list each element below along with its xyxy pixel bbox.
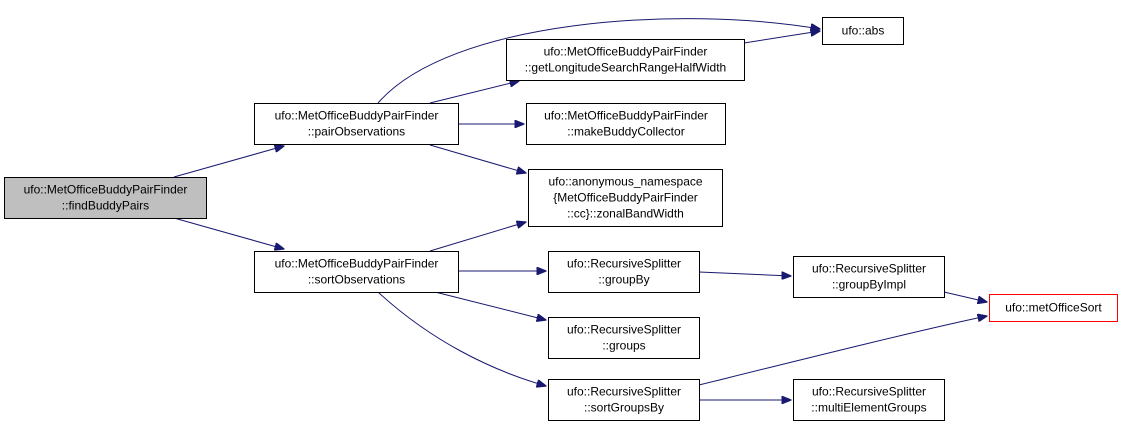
node-label-sortObservations-line-1: ::sortObservations	[308, 273, 405, 287]
node-label-groupByImpl-line-1: ::groupByImpl	[832, 278, 906, 292]
node-zonalBandWidth[interactable]: ufo::anonymous_namespace{MetOfficeBuddyP…	[528, 169, 723, 227]
node-findBuddyPairs[interactable]: ufo::MetOfficeBuddyPairFinder::findBuddy…	[4, 177, 207, 219]
edge-findBuddyPairs-to-sortObservations	[173, 217, 284, 249]
node-pairObservations[interactable]: ufo::MetOfficeBuddyPairFinder::pairObser…	[254, 103, 459, 145]
node-box-sortGroupsBy[interactable]	[548, 379, 700, 421]
node-box-multiElementGroups[interactable]	[793, 379, 945, 421]
node-groupBy[interactable]: ufo::RecursiveSplitter::groupBy	[548, 251, 700, 293]
node-label-findBuddyPairs-line-0: ufo::MetOfficeBuddyPairFinder	[24, 183, 188, 197]
node-sortGroupsBy[interactable]: ufo::RecursiveSplitter::sortGroupsBy	[548, 379, 700, 421]
node-box-getLongitudeSearchRangeHalfWidth[interactable]	[506, 39, 745, 81]
node-label-makeBuddyCollector-line-1: ::makeBuddyCollector	[567, 125, 684, 139]
node-groups[interactable]: ufo::RecursiveSplitter::groups	[548, 317, 700, 359]
node-box-zonalBandWidth[interactable]	[528, 169, 723, 227]
node-label-sortGroupsBy-line-1: ::sortGroupsBy	[584, 401, 664, 415]
edge-getLongitudeSearchRangeHalfWidth-to-abs	[743, 31, 820, 44]
node-box-groupBy[interactable]	[548, 251, 700, 293]
node-label-groups-line-1: ::groups	[602, 339, 645, 353]
node-label-groupByImpl-line-0: ufo::RecursiveSplitter	[812, 262, 926, 276]
edges-layer	[173, 18, 987, 400]
node-label-getLongitudeSearchRangeHalfWidth-line-0: ufo::MetOfficeBuddyPairFinder	[544, 45, 708, 59]
node-label-zonalBandWidth-line-2: ::cc}::zonalBandWidth	[567, 207, 684, 221]
node-label-pairObservations-line-1: ::pairObservations	[308, 125, 405, 139]
edge-sortObservations-to-groups	[434, 291, 546, 320]
edge-groupBy-to-groupByImpl	[698, 271, 791, 276]
edge-sortObservations-to-sortGroupsBy	[377, 291, 546, 386]
node-box-metOfficeSort[interactable]	[989, 294, 1118, 322]
node-label-groupBy-line-1: ::groupBy	[598, 273, 649, 287]
node-label-abs-line-0: ufo::abs	[842, 24, 885, 38]
node-box-sortObservations[interactable]	[254, 251, 459, 293]
node-label-multiElementGroups-line-0: ufo::RecursiveSplitter	[812, 385, 926, 399]
edge-pairObservations-to-zonalBandWidth	[429, 144, 526, 173]
edge-sortGroupsBy-to-metOfficeSort	[698, 316, 987, 386]
node-label-sortObservations-line-0: ufo::MetOfficeBuddyPairFinder	[275, 257, 439, 271]
nodes-layer: ufo::MetOfficeBuddyPairFinder::findBuddy…	[4, 17, 1118, 421]
node-label-sortGroupsBy-line-0: ufo::RecursiveSplitter	[567, 385, 681, 399]
edge-groupByImpl-to-metOfficeSort	[943, 291, 987, 302]
node-label-findBuddyPairs-line-1: ::findBuddyPairs	[62, 199, 149, 213]
node-getLongitudeSearchRangeHalfWidth[interactable]: ufo::MetOfficeBuddyPairFinder::getLongit…	[506, 39, 745, 81]
node-box-makeBuddyCollector[interactable]	[526, 103, 726, 145]
node-label-multiElementGroups-line-1: ::multiElementGroups	[811, 401, 926, 415]
node-box-pairObservations[interactable]	[254, 103, 459, 145]
node-label-groups-line-0: ufo::RecursiveSplitter	[567, 323, 681, 337]
node-label-pairObservations-line-0: ufo::MetOfficeBuddyPairFinder	[275, 109, 439, 123]
node-label-zonalBandWidth-line-0: ufo::anonymous_namespace	[548, 175, 702, 189]
node-multiElementGroups[interactable]: ufo::RecursiveSplitter::multiElementGrou…	[793, 379, 945, 421]
node-label-groupBy-line-0: ufo::RecursiveSplitter	[567, 257, 681, 271]
edge-pairObservations-to-abs	[377, 18, 820, 104]
node-box-groups[interactable]	[548, 317, 700, 359]
node-box-findBuddyPairs[interactable]	[4, 177, 207, 219]
node-label-zonalBandWidth-line-1: {MetOfficeBuddyPairFinder	[553, 191, 698, 205]
edge-sortObservations-to-zonalBandWidth	[429, 222, 526, 252]
node-label-makeBuddyCollector-line-0: ufo::MetOfficeBuddyPairFinder	[544, 109, 708, 123]
node-label-getLongitudeSearchRangeHalfWidth-line-1: ::getLongitudeSearchRangeHalfWidth	[525, 61, 726, 75]
node-sortObservations[interactable]: ufo::MetOfficeBuddyPairFinder::sortObser…	[254, 251, 459, 293]
node-abs[interactable]: ufo::abs	[822, 17, 904, 45]
edge-findBuddyPairs-to-pairObservations	[173, 146, 284, 178]
node-box-groupByImpl[interactable]	[793, 256, 945, 298]
node-groupByImpl[interactable]: ufo::RecursiveSplitter::groupByImpl	[793, 256, 945, 298]
node-makeBuddyCollector[interactable]: ufo::MetOfficeBuddyPairFinder::makeBuddy…	[526, 103, 726, 145]
node-label-metOfficeSort-line-0: ufo::metOfficeSort	[1005, 301, 1102, 315]
edge-pairObservations-to-getLongitudeSearchRangeHalfWidth	[429, 81, 519, 104]
node-metOfficeSort[interactable]: ufo::metOfficeSort	[989, 294, 1118, 322]
node-box-abs[interactable]	[822, 17, 904, 45]
